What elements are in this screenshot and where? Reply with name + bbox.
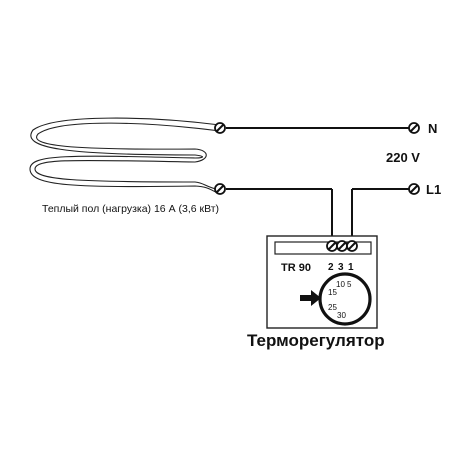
live-label: L1 [426, 182, 441, 197]
terminal-live [408, 183, 420, 195]
terminal-number-2: 2 [328, 262, 334, 273]
thermostat-terminal-1 [346, 240, 358, 252]
dial-mark-30: 30 [337, 311, 346, 320]
device-model: TR 90 [281, 262, 311, 274]
voltage-label: 220 V [386, 150, 420, 165]
neutral-label: N [428, 121, 437, 136]
wires [226, 127, 412, 242]
thermostat-terminal-2 [326, 240, 338, 252]
terminal-number-1: 1 [348, 262, 354, 273]
dial-mark-25: 25 [328, 303, 337, 312]
load-caption: Теплый пол (нагрузка) 16 А (3,6 кВт) [42, 203, 219, 215]
dial-pointer-arrow-icon [300, 290, 321, 306]
terminal-neutral [408, 122, 420, 134]
dial-mark-10: 10 [336, 280, 345, 289]
thermostat-terminal-3 [336, 240, 348, 252]
dial-mark-15: 15 [328, 288, 337, 297]
terminal-load-bottom [214, 183, 226, 195]
heating-cable-coils [29, 117, 221, 195]
thermostat-device: 2 3 1 TR 90 5 10 15 25 30 [266, 235, 378, 329]
terminal-load-top [214, 122, 226, 134]
dial-mark-5: 5 [347, 280, 352, 289]
device-title: Терморегулятор [247, 331, 385, 350]
temperature-dial [318, 272, 372, 326]
terminal-number-3: 3 [338, 262, 344, 273]
